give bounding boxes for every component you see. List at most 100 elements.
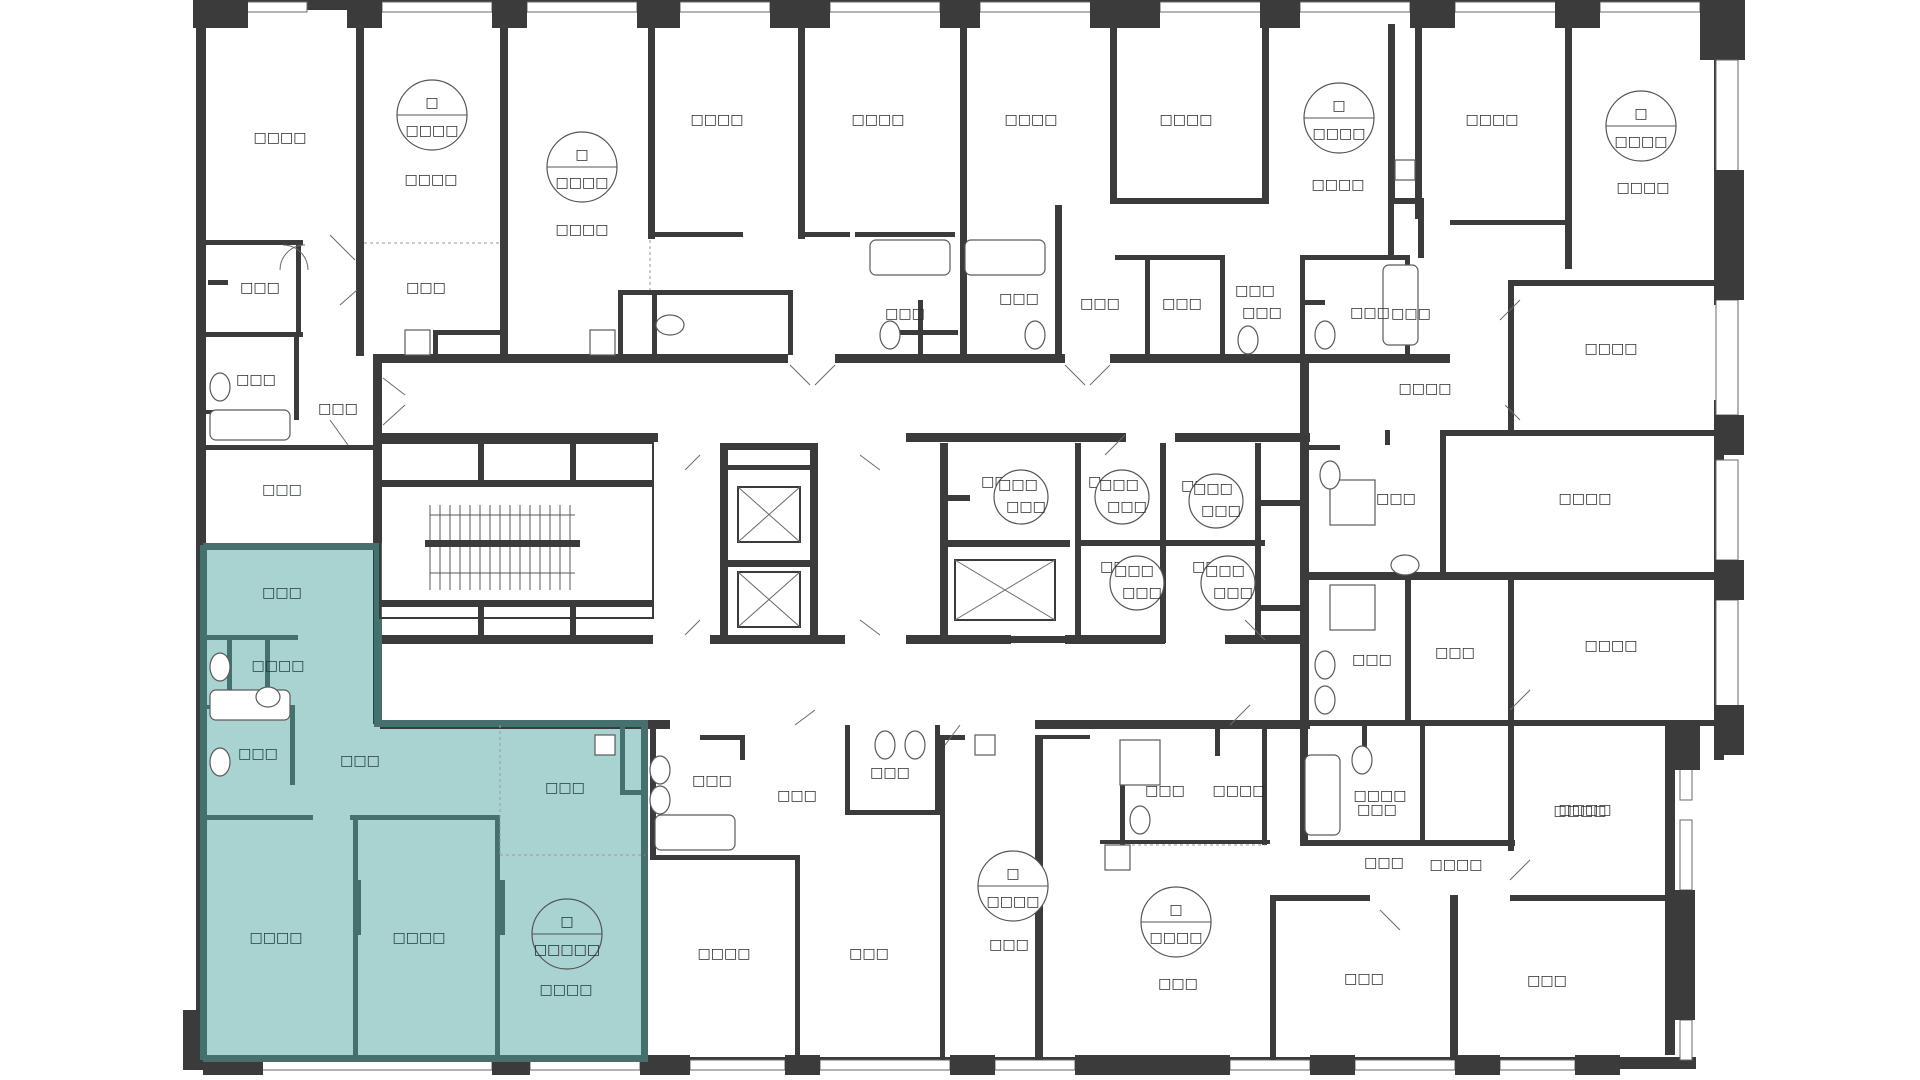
room-label: □□□□ bbox=[852, 112, 905, 128]
room-label: □□□ bbox=[545, 780, 585, 796]
bottom-windows bbox=[183, 1010, 1620, 1075]
badge-top-label: □ bbox=[1634, 106, 1647, 122]
room-label: □□□ bbox=[406, 280, 446, 296]
room-label: □□□ bbox=[262, 585, 302, 601]
stairwell bbox=[379, 442, 654, 642]
room-label: □□□ bbox=[885, 306, 925, 322]
room-label: □□□□ bbox=[1585, 638, 1638, 654]
badge-top-label: □ bbox=[1006, 866, 1019, 882]
storage-cell-label: □□□ bbox=[1107, 499, 1147, 515]
room-label: □□□ bbox=[340, 753, 380, 769]
room-label: □□□□ bbox=[698, 946, 751, 962]
room-label: □□□ bbox=[989, 937, 1029, 953]
room-label: □□□ bbox=[1376, 491, 1416, 507]
badge-bottom-label: □□□□ bbox=[556, 175, 609, 191]
storage-cell-badge[interactable] bbox=[1200, 555, 1256, 611]
room-label: □□□□ bbox=[540, 982, 593, 998]
room-label: □□□ bbox=[849, 946, 889, 962]
room-label: □□□ bbox=[1080, 296, 1120, 312]
room-label: □□□ bbox=[999, 291, 1039, 307]
room-badges: □□□□□□□□□□□□□□□□□□□□□□□□□□□□□□□□□□□□ bbox=[396, 79, 1677, 970]
room-label: □□□□ bbox=[250, 930, 303, 946]
room-label: □□□ bbox=[1242, 305, 1282, 321]
room-label: □□□ bbox=[777, 788, 817, 804]
room-label: □□□□ bbox=[1213, 783, 1266, 799]
room-label: □□□□ bbox=[1312, 177, 1365, 193]
room-badge[interactable]: □□□□□□ bbox=[531, 898, 603, 970]
room-badge[interactable]: □□□□□ bbox=[1605, 90, 1677, 162]
room-label: □□□ bbox=[1158, 976, 1198, 992]
room-label: □□□□ bbox=[1585, 341, 1638, 357]
room-label: □□□ bbox=[1357, 802, 1397, 818]
room-label: □□□□ bbox=[1399, 381, 1452, 397]
bathroom-fixtures bbox=[209, 159, 1420, 871]
room-label: □□□□ bbox=[556, 222, 609, 238]
badge-top-label: □ bbox=[425, 95, 438, 111]
room-label: □□□□ bbox=[1354, 788, 1407, 804]
room-label: □□□ bbox=[1435, 645, 1475, 661]
room-label: □□□ bbox=[1344, 971, 1384, 987]
room-label: □□□□ bbox=[1554, 803, 1607, 819]
storage-cell-label: □□□ bbox=[1213, 585, 1253, 601]
storage-cell-label: □□□ bbox=[1201, 503, 1241, 519]
zone-lines bbox=[364, 240, 1265, 856]
room-label: □□□ bbox=[1145, 783, 1185, 799]
badge-bottom-label: □□□□ bbox=[1150, 930, 1203, 946]
room-label: □□□ bbox=[1364, 855, 1404, 871]
storage-cell-label: □□□ bbox=[1114, 563, 1154, 579]
interior-walls bbox=[203, 24, 1720, 1060]
selected-apartment-walls bbox=[200, 543, 648, 1062]
room-label: □□□ bbox=[236, 372, 276, 388]
badge-bottom-label: □□□□□ bbox=[534, 942, 600, 958]
room-label: □□□□ bbox=[1466, 112, 1519, 128]
room-label: □□□ bbox=[318, 401, 358, 417]
badge-top-label: □ bbox=[575, 147, 588, 163]
room-label: □□□□ bbox=[405, 172, 458, 188]
right-windows bbox=[1665, 59, 1744, 1061]
room-label: □□□ bbox=[1391, 306, 1431, 322]
badge-top-label: □ bbox=[1332, 98, 1345, 114]
room-label: □□□ bbox=[1527, 973, 1567, 989]
badge-bottom-label: □□□□ bbox=[1313, 126, 1366, 142]
badge-bottom-label: □□□□ bbox=[1615, 134, 1668, 150]
room-label: □□□□ bbox=[1559, 802, 1612, 818]
storage-cell-label: □□□ bbox=[1193, 481, 1233, 497]
storage-cell-label: □□□ bbox=[1099, 477, 1139, 493]
room-labels: □□□□□□□□□□□□□□□□□□□□□□□□□□□□□□□□□□□□□□□□… bbox=[236, 112, 1669, 998]
room-label: □□□□ bbox=[1160, 112, 1213, 128]
room-badge[interactable]: □□□□□ bbox=[977, 850, 1049, 922]
elevators bbox=[720, 443, 1305, 643]
room-label: □□□ bbox=[692, 773, 732, 789]
room-label: □□□ bbox=[870, 765, 910, 781]
storage-cell-badge[interactable] bbox=[993, 469, 1049, 525]
room-label: □□□ bbox=[1352, 652, 1392, 668]
room-label: □□□□ bbox=[393, 930, 446, 946]
room-label: □□□□ bbox=[1430, 857, 1483, 873]
room-label: □□□ bbox=[1162, 296, 1202, 312]
room-label: □□□ bbox=[1235, 283, 1275, 299]
room-label: □□□ bbox=[1350, 305, 1390, 321]
storage-cell-badge[interactable] bbox=[1109, 555, 1165, 611]
room-label: □□□□ bbox=[1559, 491, 1612, 507]
room-label: □□□□ bbox=[691, 112, 744, 128]
storage-cell-label: □□□ bbox=[1205, 563, 1245, 579]
room-label: □□□□ bbox=[252, 658, 305, 674]
door-swings bbox=[279, 234, 1531, 931]
badge-top-label: □ bbox=[560, 914, 573, 930]
badge-bottom-label: □□□□ bbox=[406, 123, 459, 139]
badge-bottom-label: □□□□ bbox=[987, 894, 1040, 910]
room-badge[interactable]: □□□□□ bbox=[1303, 82, 1375, 154]
storage-cell-label: □□□ bbox=[998, 477, 1038, 493]
storage-cell-label: □□□ bbox=[1122, 585, 1162, 601]
room-badge[interactable]: □□□□□ bbox=[546, 131, 618, 203]
storage-cell-badge[interactable] bbox=[1094, 469, 1150, 525]
top-window-piers bbox=[193, 0, 1745, 60]
room-badge[interactable]: □□□□□ bbox=[1140, 886, 1212, 958]
badge-top-label: □ bbox=[1169, 902, 1182, 918]
storage-cell-label: □□□ bbox=[1006, 499, 1046, 515]
room-label: □□□ bbox=[240, 280, 280, 296]
storage-cell-badge[interactable] bbox=[1188, 473, 1244, 529]
room-label: □□□□ bbox=[1617, 180, 1670, 196]
room-badge[interactable]: □□□□□ bbox=[396, 79, 468, 151]
